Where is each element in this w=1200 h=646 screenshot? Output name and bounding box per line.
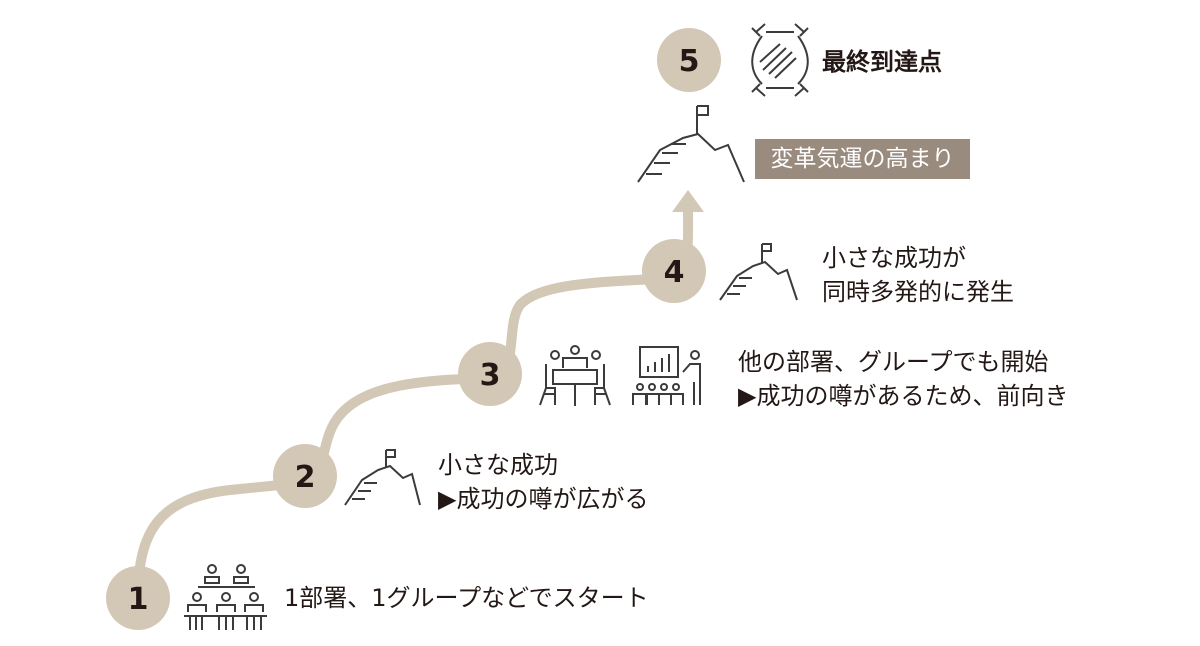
step-4-text: 小さな成功が 同時多発的に発生 [822, 241, 1014, 309]
step-3-number: 3 [480, 358, 501, 393]
peak-mountain-icon [637, 105, 745, 183]
step-2-number: 2 [295, 460, 316, 495]
team-icon [184, 564, 267, 630]
step-2-line-2: ▶成功の噂が広がる [438, 485, 649, 513]
step-1-text: 1部署、1グループなどでスタート [284, 581, 649, 615]
step-4-marker: 4 [642, 239, 706, 303]
step-4-line-2: 同時多発的に発生 [822, 278, 1014, 306]
step-4-number: 4 [664, 255, 685, 290]
progress-path [133, 207, 694, 603]
step-2-marker: 2 [273, 444, 337, 508]
step-2-line-1: 小さな成功 [438, 451, 558, 479]
step-1-marker: 1 [106, 566, 170, 630]
step-3-line-1: 他の部署、グループでも開始 [738, 348, 1049, 376]
meeting-icon [539, 345, 611, 406]
step-1-number: 1 [128, 582, 149, 617]
step-5-marker: 5 [657, 28, 721, 92]
handshake-icon [751, 23, 809, 97]
step-5-text: 最終到達点 [822, 45, 942, 79]
arrow-head-icon [672, 190, 704, 212]
step-3-line-2: ▶成功の噂があるため、前向き [738, 382, 1069, 410]
step-4-line-1: 小さな成功が [822, 244, 966, 272]
step-5-number: 5 [679, 44, 700, 79]
step-1-line-1: 1部署、1グループなどでスタート [284, 584, 649, 612]
mountain-flag-icon [344, 449, 421, 506]
presentation-icon [632, 346, 701, 405]
step-2-text: 小さな成功 ▶成功の噂が広がる [438, 448, 648, 516]
momentum-banner: 変革気運の高まり [755, 139, 970, 179]
step-3-text: 他の部署、グループでも開始 ▶成功の噂があるため、前向き [738, 345, 1068, 413]
mountain-flag-icon [719, 243, 798, 301]
step-3-marker: 3 [458, 342, 522, 406]
goal-label: 最終到達点 [822, 48, 942, 76]
